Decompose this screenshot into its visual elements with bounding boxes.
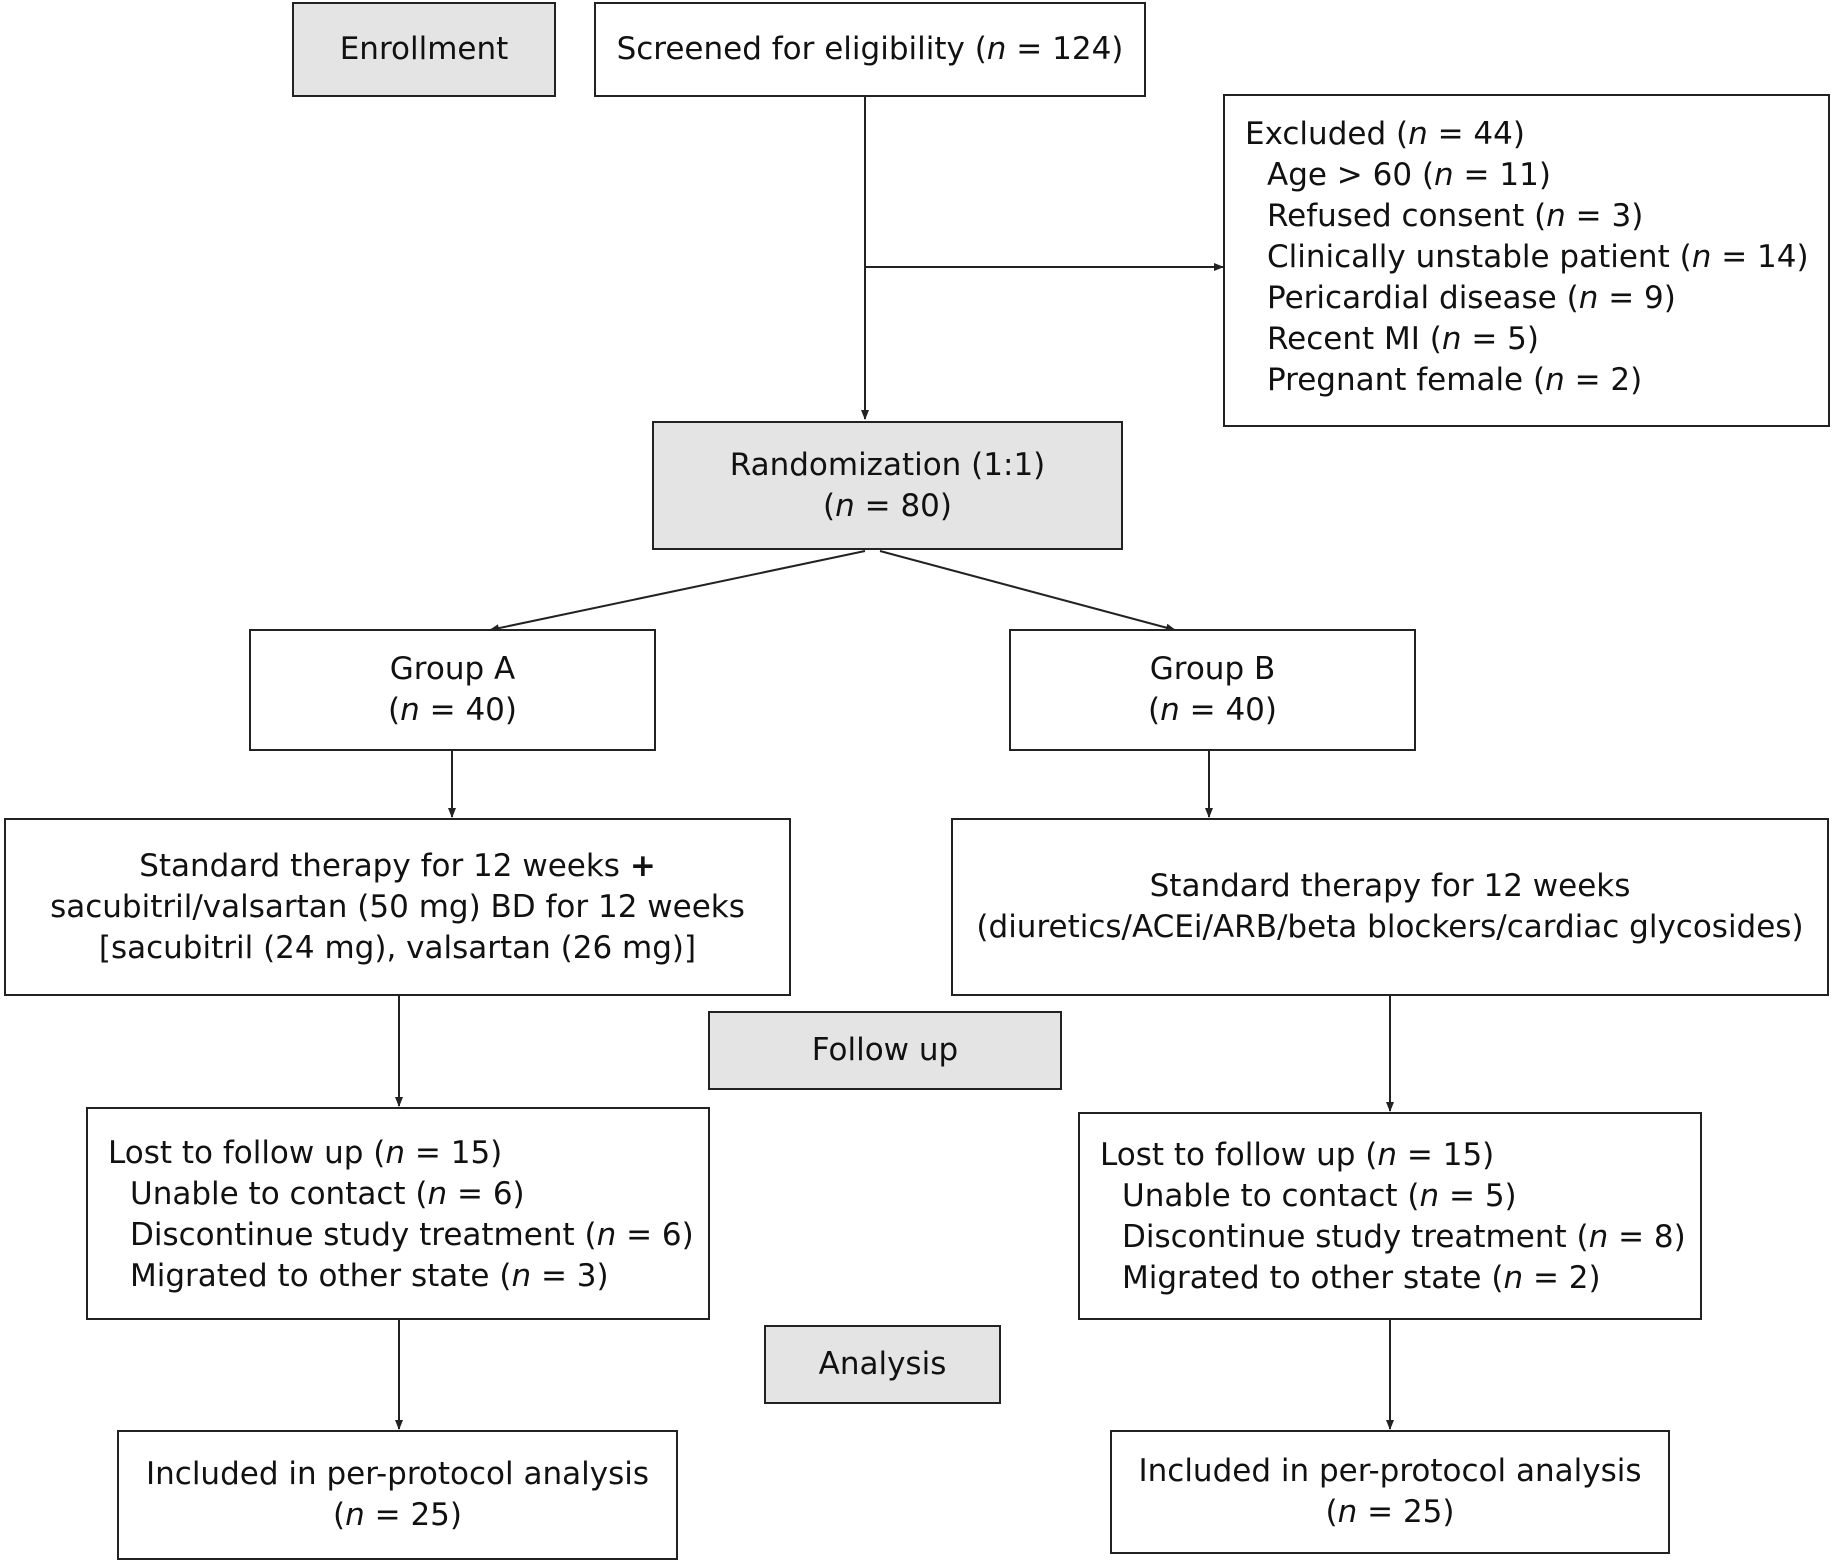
group-a-title: Group A xyxy=(389,651,516,687)
analysis-a-title: Included in per-protocol analysis xyxy=(145,1456,649,1492)
lost-b-item: Discontinue study treatment (n = 8) xyxy=(1122,1219,1686,1255)
stage-follow-up-label: Follow up xyxy=(811,1032,959,1068)
excluded-item: Pregnant female (n = 2) xyxy=(1267,362,1643,398)
therapy-a-line3: [sacubitril (24 mg), valsartan (26 mg)] xyxy=(98,929,697,966)
excluded-item: Pericardial disease (n = 9) xyxy=(1267,280,1676,316)
therapy-a-line1: Standard therapy for 12 weeks + xyxy=(139,847,656,884)
excluded-item: Recent MI (n = 5) xyxy=(1267,321,1539,357)
excluded-item: Clinically unstable patient (n = 14) xyxy=(1267,239,1809,275)
randomization-box: Randomization (1:1) (n = 80) xyxy=(652,421,1123,550)
lost-a-box: Lost to follow up (n = 15) Unable to con… xyxy=(86,1107,710,1320)
lost-b-item: Migrated to other state (n = 2) xyxy=(1122,1260,1601,1296)
analysis-b-box: Included in per-protocol analysis (n = 2… xyxy=(1110,1430,1670,1554)
lost-a-item: Migrated to other state (n = 3) xyxy=(130,1258,609,1294)
stage-enrollment: Enrollment xyxy=(292,2,556,97)
group-a-count: (n = 40) xyxy=(388,692,517,728)
analysis-a-box: Included in per-protocol analysis (n = 2… xyxy=(117,1430,678,1560)
randomization-to-group-b-arrow xyxy=(879,550,1176,632)
lost-b-box: Lost to follow up (n = 15) Unable to con… xyxy=(1078,1112,1702,1320)
plus-sign: + xyxy=(629,847,656,884)
randomization-to-group-a-arrow xyxy=(489,550,866,633)
stage-follow-up: Follow up xyxy=(708,1011,1062,1090)
analysis-b-title: Included in per-protocol analysis xyxy=(1138,1453,1642,1489)
stage-analysis-label: Analysis xyxy=(818,1346,947,1382)
lost-b-header: Lost to follow up (n = 15) xyxy=(1100,1137,1495,1173)
therapy-a-box: Standard therapy for 12 weeks + sacubitr… xyxy=(4,818,791,996)
group-a-box: Group A (n = 40) xyxy=(249,629,656,751)
excluded-item: Refused consent (n = 3) xyxy=(1267,198,1644,234)
screened-text: Screened for eligibility (n = 124) xyxy=(616,31,1124,67)
randomization-title: Randomization (1:1) xyxy=(729,446,1046,483)
lost-a-header: Lost to follow up (n = 15) xyxy=(108,1135,503,1171)
randomization-count: (n = 80) xyxy=(823,487,952,524)
group-b-box: Group B (n = 40) xyxy=(1009,629,1416,751)
therapy-a-line2: sacubitril/valsartan (50 mg) BD for 12 w… xyxy=(50,888,745,925)
group-b-title: Group B xyxy=(1149,651,1276,687)
analysis-a-count: (n = 25) xyxy=(333,1497,462,1533)
therapy-b-line1: Standard therapy for 12 weeks xyxy=(1149,868,1631,904)
excluded-box: Excluded (n = 44) Age > 60 (n = 11) Refu… xyxy=(1223,94,1830,427)
therapy-b-box: Standard therapy for 12 weeks (diuretics… xyxy=(951,818,1829,996)
group-b-count: (n = 40) xyxy=(1148,692,1277,728)
stage-enrollment-label: Enrollment xyxy=(339,31,509,67)
stage-analysis: Analysis xyxy=(764,1325,1001,1404)
excluded-item: Age > 60 (n = 11) xyxy=(1267,157,1551,193)
lost-a-item: Unable to contact (n = 6) xyxy=(130,1176,525,1212)
therapy-b-line2: (diuretics/ACEi/ARB/beta blockers/cardia… xyxy=(976,909,1804,945)
excluded-header: Excluded (n = 44) xyxy=(1245,116,1525,152)
lost-a-item: Discontinue study treatment (n = 6) xyxy=(130,1217,694,1253)
analysis-b-count: (n = 25) xyxy=(1325,1494,1455,1530)
screened-box: Screened for eligibility (n = 124) xyxy=(594,2,1146,97)
lost-b-item: Unable to contact (n = 5) xyxy=(1122,1178,1517,1214)
